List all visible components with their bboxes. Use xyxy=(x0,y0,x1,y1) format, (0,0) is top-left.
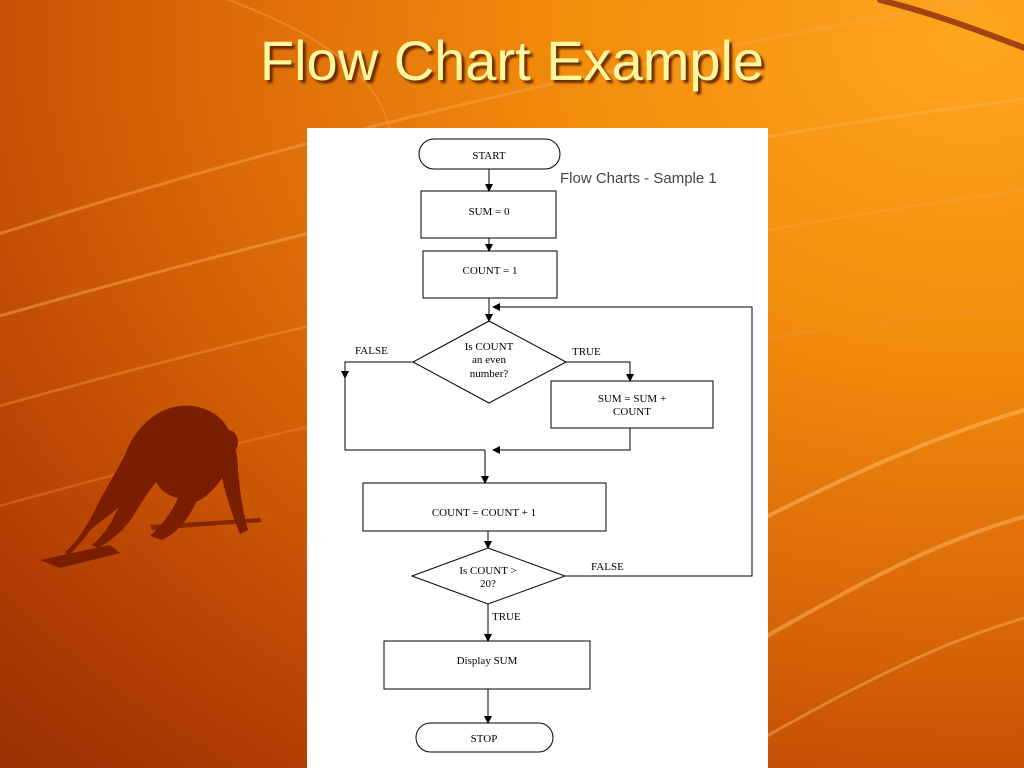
count-increment-box xyxy=(362,482,607,532)
connector-loop-back xyxy=(492,303,753,577)
connector-true-branch xyxy=(566,361,634,382)
sprinter-silhouette-icon xyxy=(40,405,262,568)
sum-update-box xyxy=(550,380,714,429)
flowchart-image-panel: Flow Charts - Sample 1 START SUM = 0 COU… xyxy=(307,128,768,768)
start-label: START xyxy=(472,150,506,162)
count-init-label: COUNT = 1 xyxy=(463,265,518,277)
connector-sum-update-to-merge xyxy=(492,428,631,454)
decision-gt20-line1: Is COUNT > xyxy=(459,565,516,577)
decision-even-line2: an even xyxy=(472,354,506,366)
false-label-even: FALSE xyxy=(355,345,388,357)
decision-even-line1: Is COUNT xyxy=(465,341,514,353)
true-label-gt20: TRUE xyxy=(492,611,521,623)
sum-init-label: SUM = 0 xyxy=(468,206,510,218)
sum-update-line1: SUM = SUM + xyxy=(598,393,666,405)
stop-label: STOP xyxy=(471,733,498,745)
flowchart-caption: Flow Charts - Sample 1 xyxy=(560,170,717,187)
count-init-box xyxy=(422,250,558,299)
decision-even-line3: number? xyxy=(470,368,509,380)
sum-update-line2: COUNT xyxy=(613,406,651,418)
display-sum-label: Display SUM xyxy=(457,655,518,667)
decision-even-diamond xyxy=(411,320,568,404)
slide-title: Flow Chart Example xyxy=(259,29,765,92)
flowchart-diagram: Flow Charts - Sample 1 START SUM = 0 COU… xyxy=(341,138,753,753)
connector-false-branch xyxy=(344,361,485,451)
decision-gt20-line2: 20? xyxy=(480,578,496,590)
sum-init-box xyxy=(420,190,557,239)
false-label-gt20: FALSE xyxy=(591,561,624,573)
display-sum-box xyxy=(383,640,591,690)
count-increment-label: COUNT = COUNT + 1 xyxy=(432,507,536,519)
true-label-even: TRUE xyxy=(572,346,601,358)
